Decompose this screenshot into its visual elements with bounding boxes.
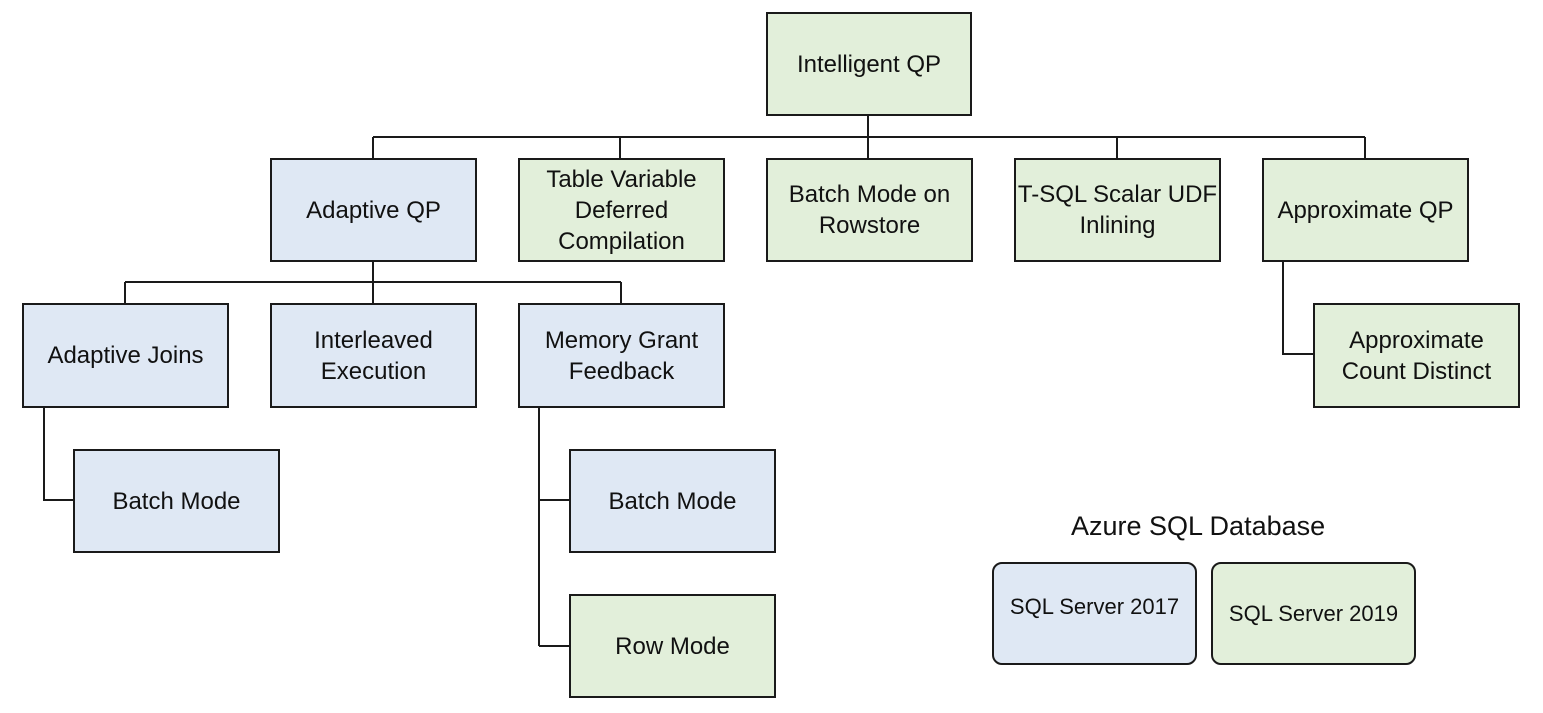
node-interleaved-execution: Interleaved Execution	[270, 303, 477, 408]
node-mgf-row-mode: Row Mode	[569, 594, 776, 698]
node-adaptive-joins: Adaptive Joins	[22, 303, 229, 408]
node-approximate-qp: Approximate QP	[1262, 158, 1469, 262]
node-memory-grant-feedback: Memory Grant Feedback	[518, 303, 725, 408]
legend-sql-server-2017: SQL Server 2017	[992, 562, 1197, 665]
node-adaptive-joins-batch-mode: Batch Mode	[73, 449, 280, 553]
node-approximate-count-distinct: Approximate Count Distinct	[1313, 303, 1520, 408]
node-intelligent-qp: Intelligent QP	[766, 12, 972, 116]
legend-sql-server-2019: SQL Server 2019	[1211, 562, 1416, 665]
legend-title: Azure SQL Database	[1071, 511, 1326, 541]
node-mgf-batch-mode: Batch Mode	[569, 449, 776, 553]
node-tsql-scalar-udf-inlining: T-SQL Scalar UDF Inlining	[1014, 158, 1221, 262]
node-batch-mode-on-rowstore: Batch Mode on Rowstore	[766, 158, 973, 262]
node-adaptive-qp: Adaptive QP	[270, 158, 477, 262]
node-table-variable-deferred-compilation: Table Variable Deferred Compilation	[518, 158, 725, 262]
